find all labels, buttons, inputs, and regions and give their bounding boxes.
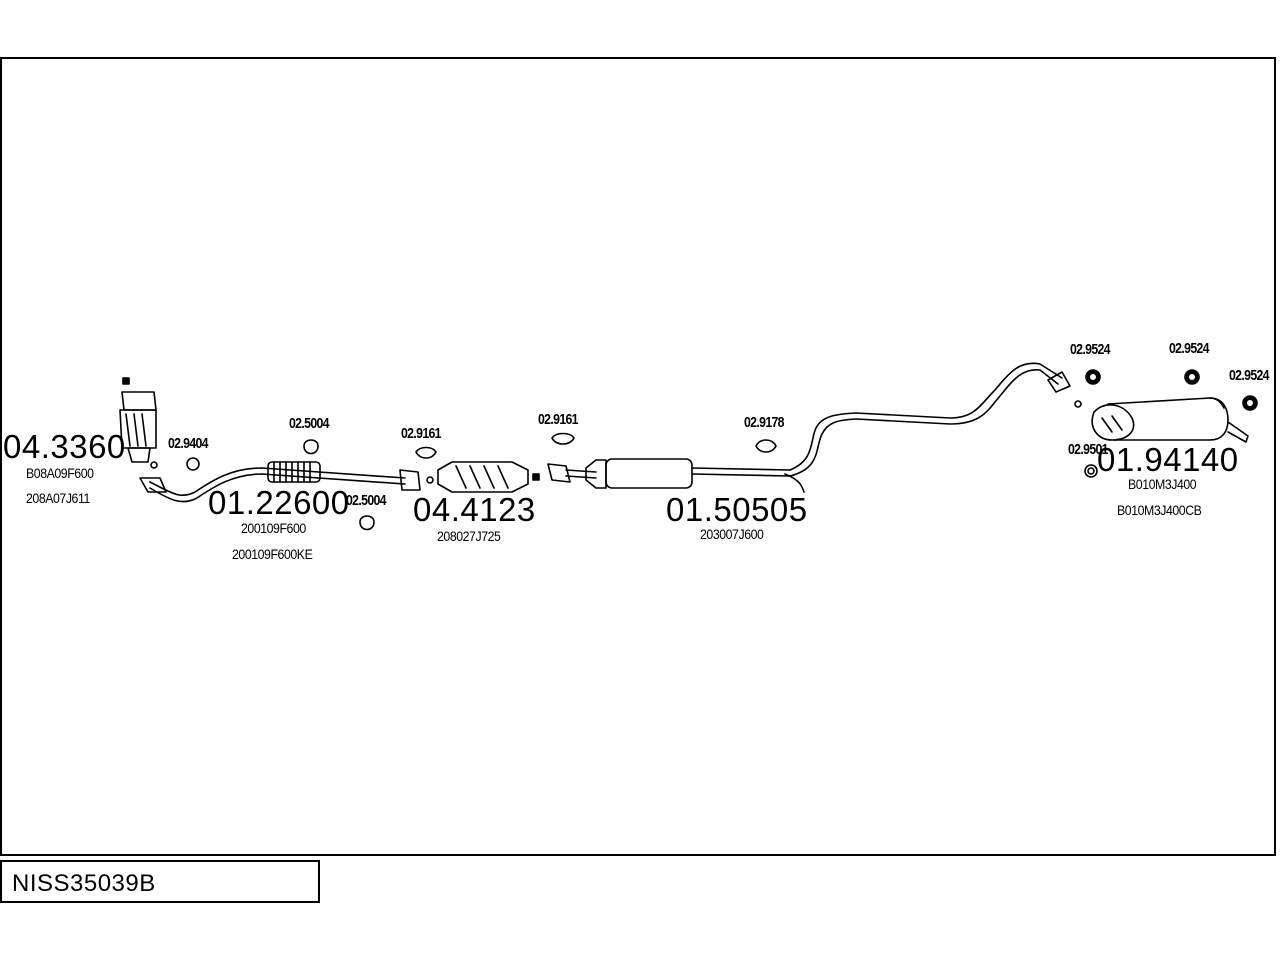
fitting-label-9524-c: 02.9524 [1229,367,1270,384]
rear-silencer-drawing [1074,397,1249,443]
fitting-label-9524-b: 02.9524 [1169,340,1210,357]
fitting-label-9178: 02.9178 [744,414,785,431]
middle-cat-sensor [532,473,540,481]
catalytic-converter-drawing [119,377,158,469]
clamp-5004-a-ring [303,439,319,455]
fitting-label-5004-b: 02.5004 [346,492,387,509]
front-pipe-drawing [139,461,421,503]
middle-cat-drawing [426,461,540,493]
oem-catalytic-2: 208A07J611 [26,490,90,506]
oem-rear-silencer-2: B010M3J400CB [1117,502,1202,518]
oem-middle-silencer: 203007J600 [700,526,764,542]
oem-front-pipe-1: 200109F600 [241,520,306,536]
gasket-9161-b [551,432,575,445]
part-number-middle-cat: 04.4123 [413,491,536,528]
reference-box: NISS35039B [0,860,320,903]
part-number-catalytic: 04.3360 [3,428,126,465]
diagram-frame [0,57,1276,856]
clamp-9404-ring [186,457,200,471]
fitting-label-9161-b: 02.9161 [538,411,579,428]
oem-front-pipe-2: 200109F600KE [232,546,313,562]
part-number-front-pipe: 01.22600 [208,484,350,521]
reference-code: NISS35039B [12,870,156,897]
catalyst-sensor-plug [122,377,130,385]
clamp-5004-b-ring [359,515,375,531]
middle-silencer-drawing [547,362,1071,493]
fitting-label-9161-a: 02.9161 [401,425,442,442]
part-number-middle-silencer: 01.50505 [666,491,808,528]
gasket-9178 [755,439,777,453]
fitting-label-9524-a: 02.9524 [1070,341,1111,358]
clamp-9501-ring [1084,464,1098,478]
fitting-label-5004-a: 02.5004 [289,415,330,432]
oem-middle-cat: 208027J725 [437,528,501,544]
gasket-9161-a [415,446,437,459]
fittings-drawing [186,369,1258,531]
oem-catalytic-1: B08A09F600 [26,465,94,481]
oem-rear-silencer-1: B010M3J400 [1128,476,1197,492]
fitting-label-9404: 02.9404 [168,435,209,452]
part-number-rear-silencer: 01.94140 [1097,441,1239,478]
fitting-label-9501: 02.9501 [1068,441,1109,458]
